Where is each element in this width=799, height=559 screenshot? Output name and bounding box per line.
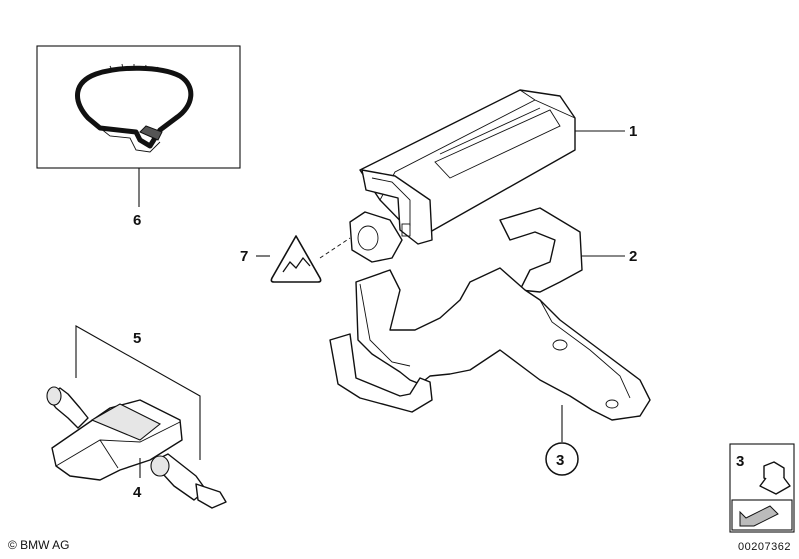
document-number: 00207362 [738, 541, 791, 553]
control-unit: 1 [349, 89, 637, 263]
callout-4: 4 [133, 484, 142, 501]
sensor-set: 5 4 [46, 325, 227, 509]
callout-3: 3 [556, 452, 564, 469]
mounting-bracket: 2 3 [329, 207, 651, 476]
copyright: © BMW AG [8, 538, 70, 552]
legend-callout-3: 3 [736, 453, 744, 470]
wheel-detail-box: 6 [36, 45, 241, 229]
fastener-legend: 3 [729, 443, 795, 533]
callout-1: 1 [629, 123, 637, 140]
callout-5: 5 [133, 330, 141, 347]
warning-triangle-icon [270, 235, 322, 283]
callout-2: 2 [629, 248, 637, 265]
arrow-icon [739, 505, 779, 527]
callout-3-circle [545, 442, 579, 476]
warning-label: 7 [240, 235, 351, 283]
callout-7: 7 [240, 248, 248, 265]
tire-cross-section-icon [75, 65, 194, 149]
callout-6: 6 [133, 212, 141, 229]
